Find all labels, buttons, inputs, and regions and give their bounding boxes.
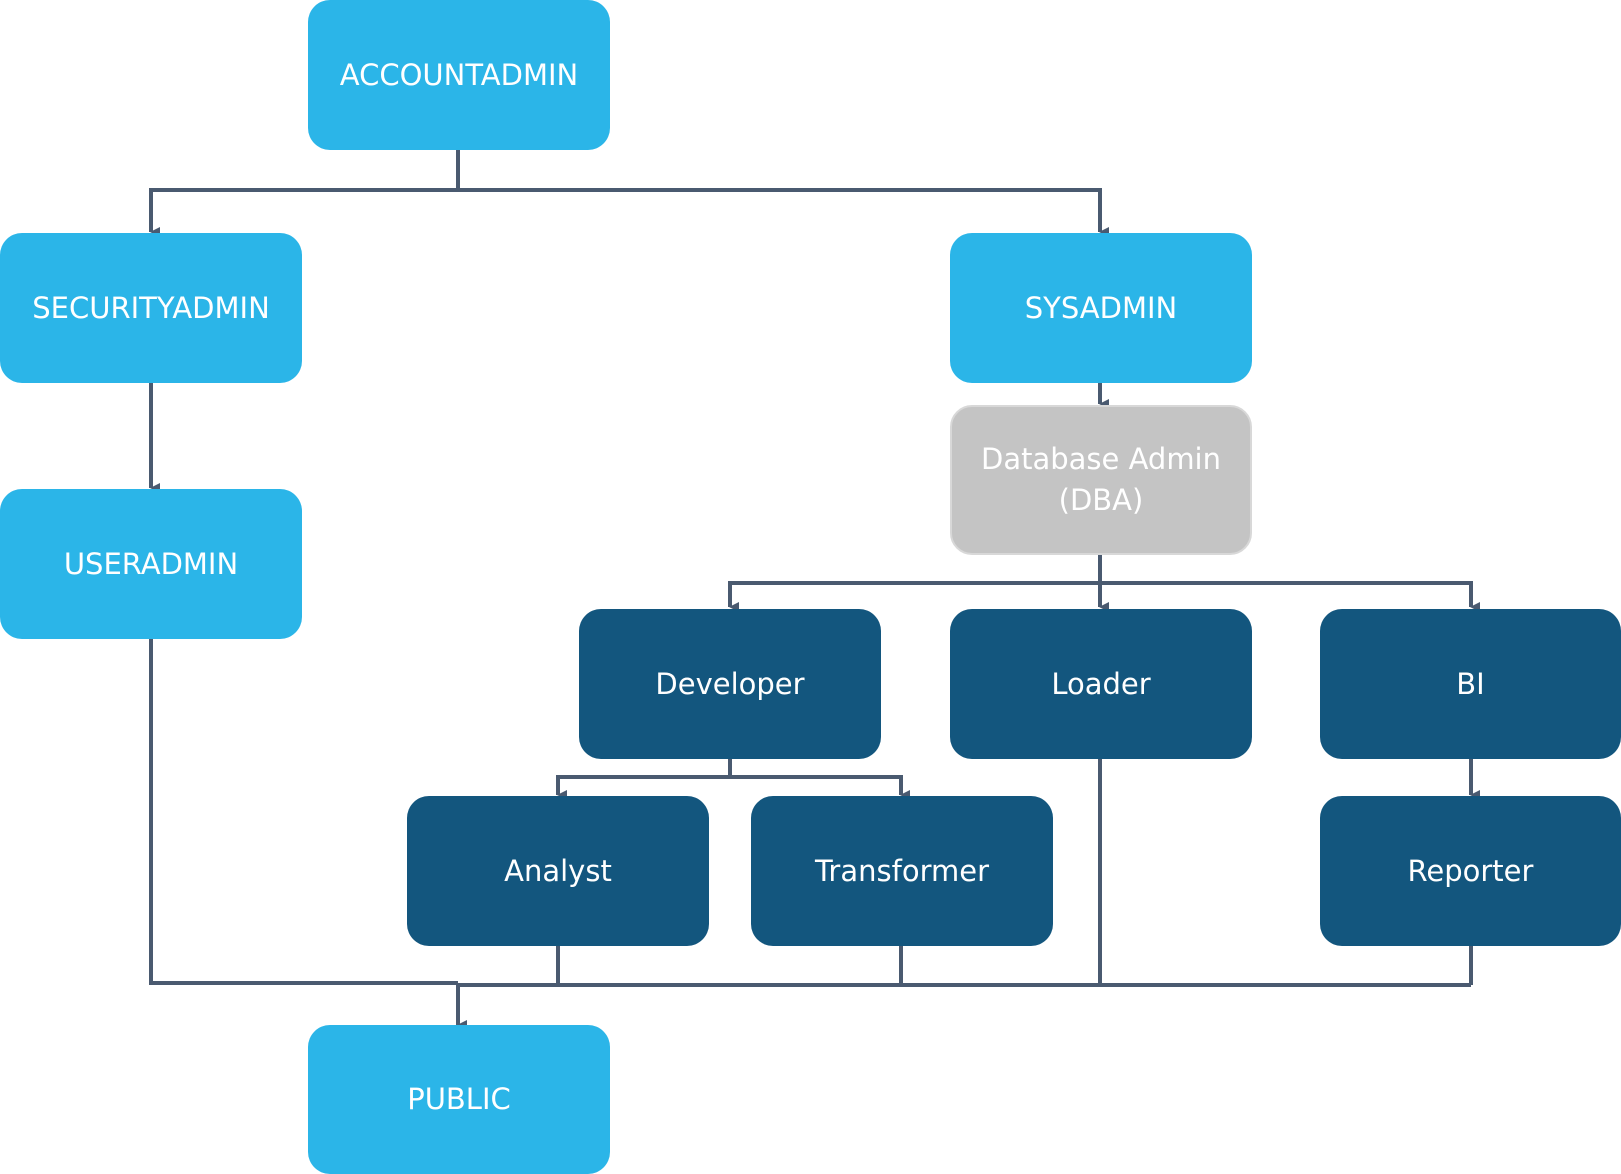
connector-dba-to-developer	[728, 581, 1100, 612]
connector-dba-to-bi	[1100, 581, 1480, 612]
dba-node: Database Admin (DBA)	[950, 405, 1252, 555]
useradmin-node: USERADMIN	[0, 489, 302, 639]
connector-developer-to-analyst	[556, 775, 730, 800]
connector-accountadmin-to-sysadmin	[458, 188, 1109, 237]
connector-useradmin-to-public-bus	[149, 639, 458, 985]
transformer-node: Transformer	[751, 796, 1053, 946]
bi-node: BI	[1320, 609, 1621, 759]
reporter-node: Reporter	[1320, 796, 1621, 946]
connector-developer-to-transformer	[730, 775, 910, 800]
connector-accountadmin-to-securityadmin	[149, 188, 458, 237]
loader-node: Loader	[950, 609, 1252, 759]
analyst-node: Analyst	[407, 796, 709, 946]
public-node: PUBLIC	[308, 1025, 610, 1174]
accountadmin-node: ACCOUNTADMIN	[308, 0, 610, 150]
developer-node: Developer	[579, 609, 881, 759]
sysadmin-node: SYSADMIN	[950, 233, 1252, 383]
securityadmin-node: SECURITYADMIN	[0, 233, 302, 383]
